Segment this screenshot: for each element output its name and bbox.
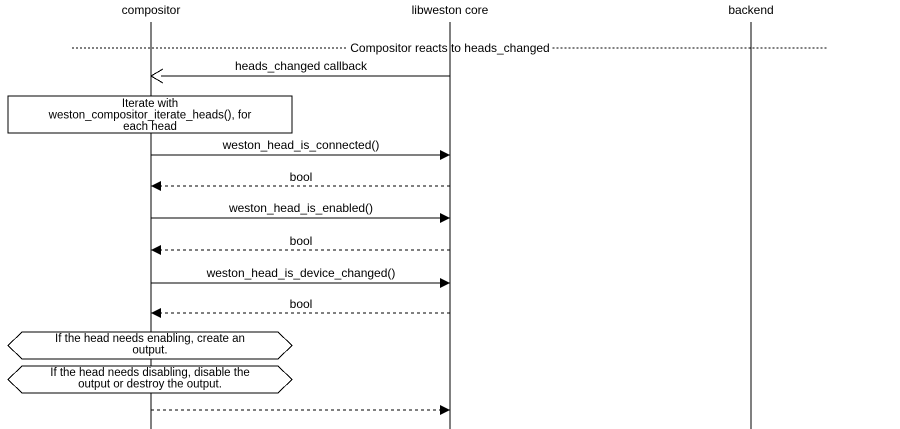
note-text-line: If the head needs disabling, disable the: [50, 367, 249, 379]
message-bool-return-device-changed[interactable]: bool: [151, 297, 450, 318]
message-label-bool-return-device-changed: bool: [290, 297, 313, 311]
message-label-weston-head-is-enabled: weston_head_is_enabled(): [228, 201, 373, 215]
note-text-line: weston_compositor_iterate_heads(), for: [48, 110, 252, 122]
message-label-bool-return-connected: bool: [290, 170, 313, 184]
notes-layer: Iterate withweston_compositor_iterate_he…: [7, 95, 293, 394]
arrowhead-icon-bool-return-device-changed: [151, 308, 161, 318]
message-weston-head-is-device-changed[interactable]: weston_head_is_device_changed(): [151, 266, 450, 288]
lifeline-label-libweston-core: libweston core: [412, 3, 489, 17]
message-bool-return-enabled[interactable]: bool: [151, 234, 450, 255]
message-label-bool-return-enabled: bool: [290, 234, 313, 248]
lifeline-libweston-core[interactable]: libweston core: [412, 3, 489, 429]
arrowhead-icon-final-return: [440, 405, 450, 415]
note-shape-iterate-heads-note: [7, 95, 293, 134]
arrowhead-icon-bool-return-connected: [151, 181, 161, 191]
note-text-line: If the head needs enabling, create an: [55, 333, 245, 345]
message-label-weston-head-is-connected: weston_head_is_connected(): [222, 138, 380, 152]
arrowhead-icon-bool-return-enabled: [151, 245, 161, 255]
message-label-weston-head-is-device-changed: weston_head_is_device_changed(): [206, 266, 396, 280]
note-text-line: output or destroy the output.: [78, 379, 222, 391]
lifeline-compositor[interactable]: compositor: [122, 3, 181, 429]
message-label-heads-changed-callback: heads_changed callback: [235, 59, 368, 73]
note-text-line: output.: [132, 345, 167, 357]
lifeline-label-compositor: compositor: [122, 3, 181, 17]
message-heads-changed-callback[interactable]: heads_changed callback: [150, 59, 450, 84]
arrowhead-icon-weston-head-is-enabled: [440, 213, 450, 223]
note-disable-head-condition[interactable]: If the head needs disabling, disable the…: [7, 365, 293, 394]
note-enable-head-condition[interactable]: If the head needs enabling, create anout…: [7, 331, 293, 360]
arrowhead-icon-weston-head-is-connected: [440, 150, 450, 160]
message-weston-head-is-enabled[interactable]: weston_head_is_enabled(): [151, 201, 450, 223]
message-weston-head-is-connected[interactable]: weston_head_is_connected(): [151, 138, 450, 160]
note-text-line: each head: [123, 121, 177, 133]
note-text-line: Iterate with: [122, 98, 178, 110]
lifeline-backend[interactable]: backend: [728, 3, 774, 429]
lifeline-label-backend: backend: [728, 3, 773, 17]
separator-layer: Compositor reacts to heads_changed: [72, 41, 828, 55]
messages-layer: heads_changed callback weston_head_is_con…: [150, 59, 450, 415]
message-bool-return-connected[interactable]: bool: [151, 170, 450, 191]
message-final-return[interactable]: [151, 405, 450, 415]
note-iterate-heads-note[interactable]: Iterate withweston_compositor_iterate_he…: [7, 95, 293, 134]
arrowhead-icon-heads-changed-callback: [150, 68, 164, 84]
separator-compositor-reacts: Compositor reacts to heads_changed: [72, 41, 828, 55]
note-shape-disable-head-condition: [7, 365, 293, 394]
separator-label: Compositor reacts to heads_changed: [350, 41, 549, 55]
lifelines-layer: compositor libweston core backend: [122, 3, 774, 429]
arrowhead-icon-weston-head-is-device-changed: [440, 278, 450, 288]
note-shape-enable-head-condition: [7, 331, 293, 360]
